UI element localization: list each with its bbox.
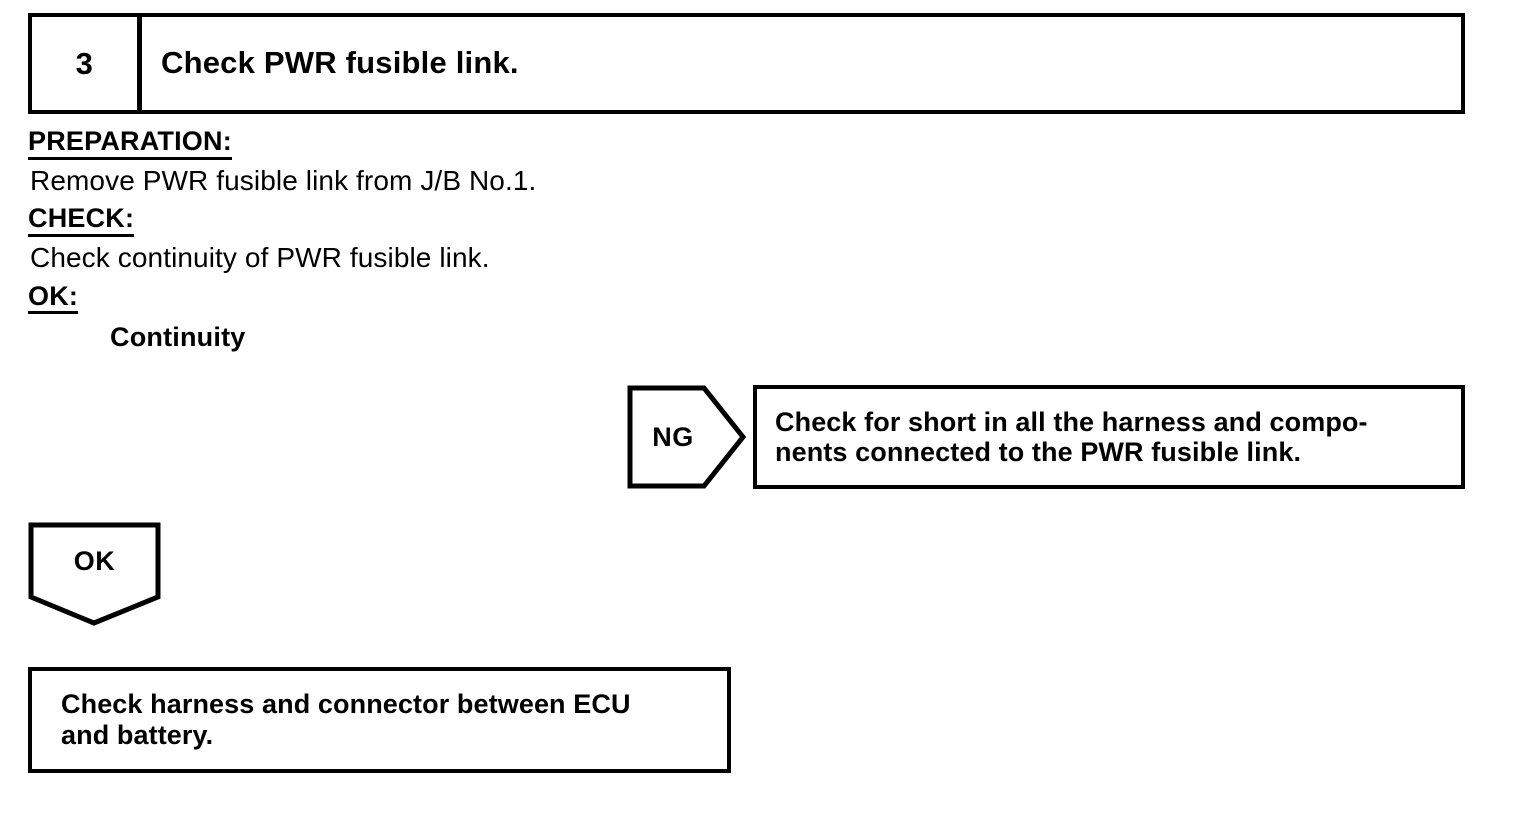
arrow-right-icon [627, 385, 746, 489]
ng-branch: NG Check for short in all the harness an… [627, 385, 1465, 489]
step-title: Check PWR fusible link. [161, 45, 519, 81]
check-label: CHECK: [28, 204, 135, 237]
ng-arrow: NG [627, 385, 746, 489]
preparation-heading-row: PREPARATION: [28, 127, 728, 160]
ng-arrow-label: NG [652, 421, 694, 452]
ng-action-line-2: nents connected to the PWR fusible link. [775, 437, 1302, 467]
ok-action-box: Check harness and connector between ECU … [28, 667, 731, 773]
step-header-box: 3 Check PWR fusible link. [28, 13, 1465, 114]
ok-heading-row: OK: [28, 281, 728, 315]
step-number: 3 [75, 46, 94, 81]
ok-arrow: OK [28, 522, 161, 626]
ok-label: OK: [28, 281, 79, 315]
ok-action-text: Check harness and connector between ECU … [61, 689, 631, 751]
preparation-text: Remove PWR fusible link from J/B No.1. [30, 164, 537, 196]
ok-action-line-1: Check harness and connector between ECU [61, 689, 631, 720]
ok-result-text: Continuity [110, 322, 246, 353]
ng-action-line-1: Check for short in all the harness and c… [775, 406, 1368, 437]
step-title-cell: Check PWR fusible link. [142, 17, 1461, 110]
ng-action-box: Check for short in all the harness and c… [753, 385, 1465, 489]
instructions-block: PREPARATION: Remove PWR fusible link fro… [28, 127, 728, 352]
check-text: Check continuity of PWR fusible link. [30, 241, 490, 273]
ok-arrow-label: OK [73, 545, 116, 576]
check-heading-row: CHECK: [28, 204, 728, 237]
arrow-down-icon [28, 522, 161, 626]
ng-action-text: Check for short in all the harness and c… [775, 407, 1368, 468]
ok-action-line-2: and battery. [61, 720, 214, 750]
preparation-label: PREPARATION: [28, 127, 232, 160]
step-number-cell: 3 [32, 17, 142, 110]
